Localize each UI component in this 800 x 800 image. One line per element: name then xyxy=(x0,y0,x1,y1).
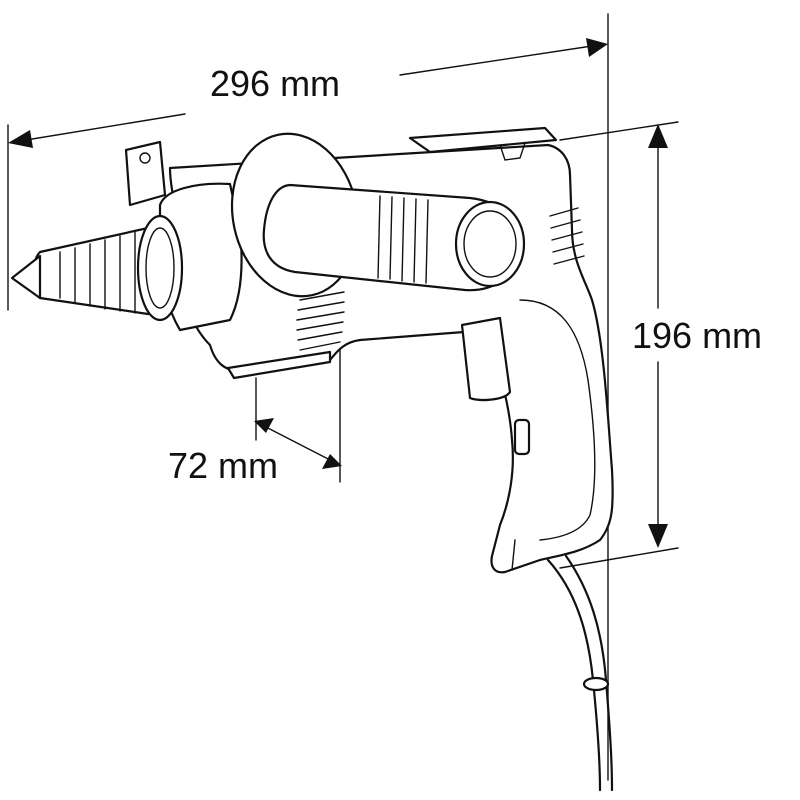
keyless-chuck xyxy=(10,214,184,322)
depth-gauge-bracket xyxy=(124,140,167,207)
height-arrow-top xyxy=(648,124,668,148)
belt-hook xyxy=(408,126,558,154)
height-dimension xyxy=(559,121,679,569)
rear-vents xyxy=(549,207,585,265)
lock-button xyxy=(513,418,531,456)
grip-outline xyxy=(519,299,596,541)
height-dimension-label: 196 mm xyxy=(632,315,763,356)
side-handle xyxy=(230,132,526,298)
chuck-collar xyxy=(136,214,184,322)
side-handle-end-cap xyxy=(454,200,526,288)
cord-strain-ring xyxy=(582,676,610,692)
height-arrow-bottom xyxy=(648,524,668,548)
depth-dimension-line xyxy=(261,424,335,463)
depth-arrow-left xyxy=(254,418,274,433)
trigger xyxy=(460,316,512,402)
width-dimension xyxy=(7,13,609,781)
width-arrow-left xyxy=(8,130,33,148)
depth-arrow-right xyxy=(322,454,342,469)
front-vents xyxy=(296,291,345,351)
depth-dimension-label: 72 mm xyxy=(168,445,279,486)
width-dimension-line-left xyxy=(19,113,186,142)
width-arrow-right xyxy=(586,38,608,57)
width-dimension-label: 296 mm xyxy=(210,63,341,104)
width-dimension-line-right xyxy=(399,45,593,76)
depth-rod xyxy=(226,350,332,380)
height-extension-bottom xyxy=(559,547,679,569)
power-cord xyxy=(546,554,614,792)
depth-dimension xyxy=(254,339,342,483)
drill-tip xyxy=(10,254,42,300)
